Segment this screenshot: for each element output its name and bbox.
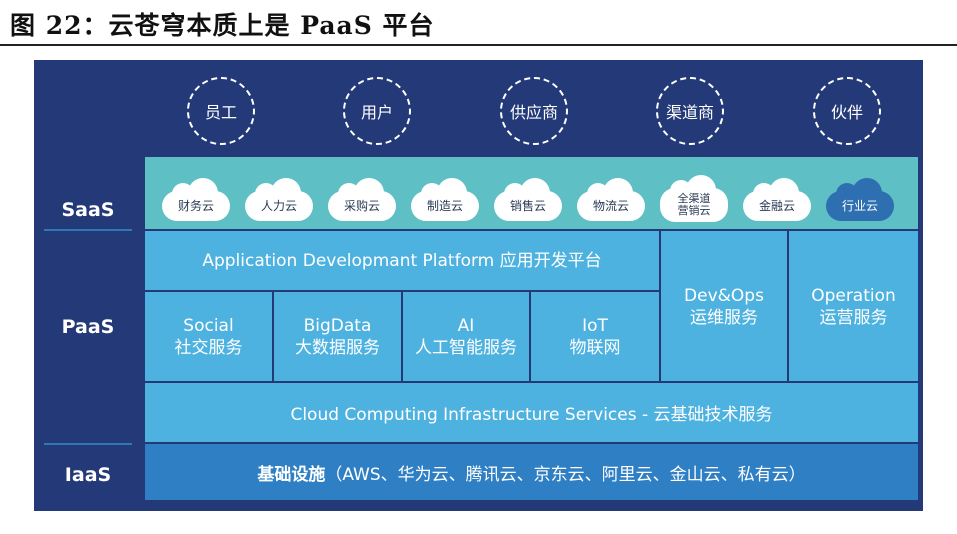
user-circle-channel: 渠道商: [656, 77, 724, 145]
layer-divider: [44, 229, 132, 231]
layer-label-paas: PaaS: [61, 316, 115, 338]
user-label: 伙伴: [830, 103, 863, 122]
saas-cloud: 金融云: [743, 178, 811, 221]
user-circle-employee: 员工: [187, 77, 255, 145]
user-label: 用户: [360, 103, 393, 122]
layer-label-saas: SaaS: [61, 199, 115, 221]
saas-cloud: 全渠道营销云: [660, 175, 728, 222]
saas-cloud: 销售云: [494, 178, 562, 221]
saas-cloud-highlighted: 行业云: [826, 178, 894, 221]
paas-app-dev-platform: Application Developmant Platform 应用开发平台: [145, 231, 659, 290]
diagram-panel: 员工 用户 供应商 渠道商 伙伴 SaaS PaaS IaaS 财务云 人力云 …: [34, 60, 923, 511]
user-circle-supplier: 供应商: [500, 77, 568, 145]
layer-divider: [44, 443, 132, 445]
user-circle-user: 用户: [343, 77, 411, 145]
user-label: 渠道商: [665, 103, 714, 122]
saas-cloud: 财务云: [162, 178, 230, 221]
layer-label-iaas: IaaS: [64, 464, 112, 486]
iaas-infrastructure: 基础设施（AWS、华为云、腾讯云、京东云、阿里云、金山云、私有云）: [145, 444, 918, 500]
figure-caption: 图 22：云苍穹本质上是 PaaS 平台: [10, 11, 435, 40]
saas-cloud: 人力云: [245, 178, 313, 221]
saas-cloud: 制造云: [411, 178, 479, 221]
user-circle-partner: 伙伴: [813, 77, 881, 145]
user-label: 供应商: [509, 103, 558, 122]
saas-cloud: 采购云: [328, 178, 396, 221]
user-label: 员工: [204, 103, 237, 122]
paas-cloud-infrastructure-services: Cloud Computing Infrastructure Services …: [145, 383, 918, 442]
caption-divider: [0, 44, 957, 46]
saas-cloud: 物流云: [577, 178, 645, 221]
